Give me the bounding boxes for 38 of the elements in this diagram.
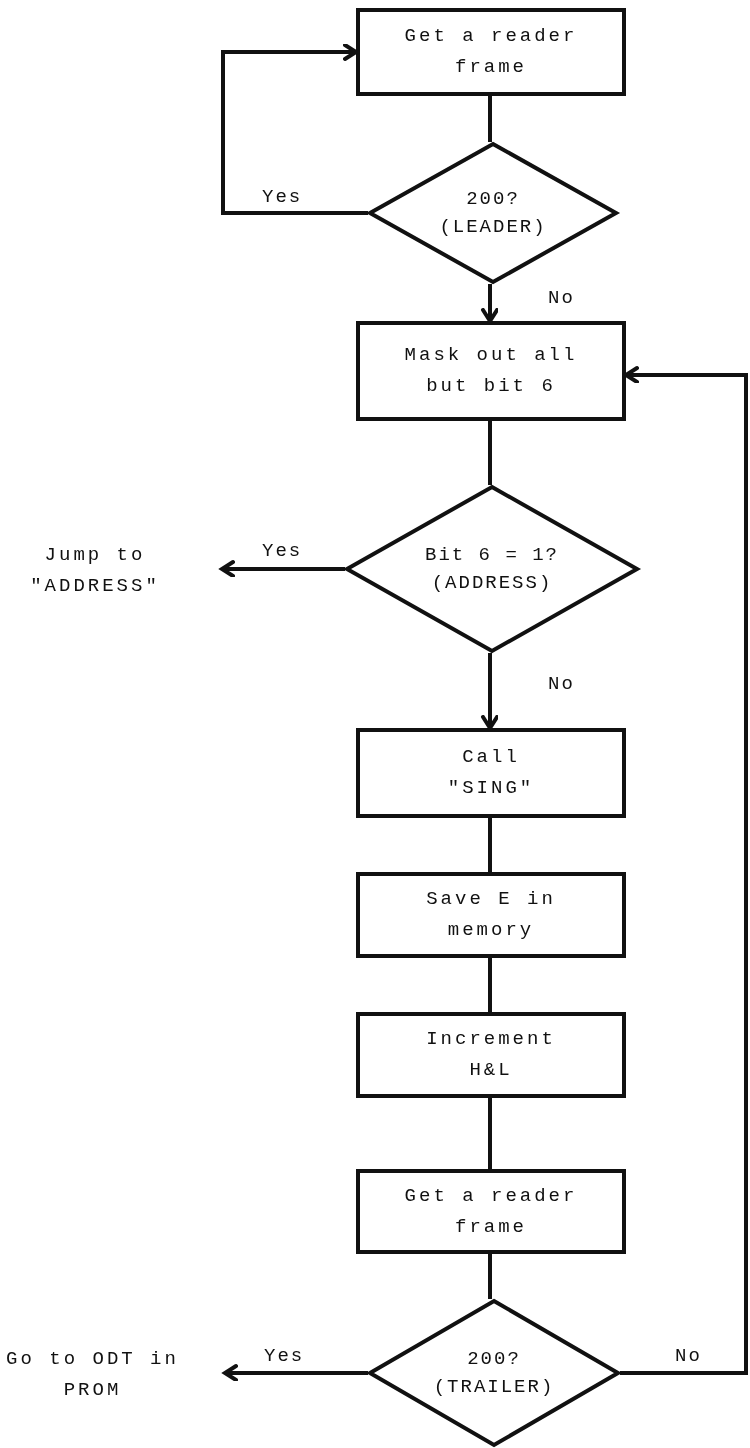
edge-label: Yes xyxy=(264,1345,305,1367)
edge-label: Yes xyxy=(262,540,303,562)
process-box xyxy=(356,8,626,96)
node-text: Get a reader frame xyxy=(403,24,579,80)
decision-diamond xyxy=(345,485,639,653)
arrow xyxy=(481,284,499,323)
decision-diamond xyxy=(368,142,618,284)
process-box xyxy=(356,728,626,818)
edge-label: No xyxy=(675,1345,702,1367)
arrow xyxy=(220,560,345,578)
edge-label: No xyxy=(548,673,575,695)
connector-line xyxy=(488,1254,492,1299)
connector-line xyxy=(488,1098,492,1169)
process-box xyxy=(356,1169,626,1254)
connector-line xyxy=(488,818,492,872)
connector-line xyxy=(488,96,492,142)
node-text: Bit 6 = 1? (ADDRESS) xyxy=(424,543,560,596)
node-text: Call "SING" xyxy=(446,745,536,801)
node-text: Increment H&L xyxy=(425,1027,557,1083)
node-text: Get a reader frame xyxy=(403,1183,579,1240)
node-text: 200? (TRAILER) xyxy=(432,1347,556,1400)
process-box xyxy=(356,872,626,958)
arrow xyxy=(620,366,748,1375)
arrow xyxy=(221,43,368,215)
node-text: 200? (LEADER) xyxy=(438,187,548,240)
arrow xyxy=(223,1364,368,1382)
arrow xyxy=(481,653,499,730)
terminal-text: Go to ODT in PROM xyxy=(5,1347,180,1403)
connector-line xyxy=(488,421,492,485)
node-text: Save E in memory xyxy=(425,887,557,943)
process-box xyxy=(356,321,626,421)
terminal-text: Jump to "ADDRESS" xyxy=(29,543,161,599)
decision-diamond xyxy=(368,1299,620,1447)
connector-line xyxy=(488,958,492,1012)
edge-label: No xyxy=(548,287,575,309)
node-text: Mask out all but bit 6 xyxy=(403,343,579,399)
process-box xyxy=(356,1012,626,1098)
edge-label: Yes xyxy=(262,186,303,208)
